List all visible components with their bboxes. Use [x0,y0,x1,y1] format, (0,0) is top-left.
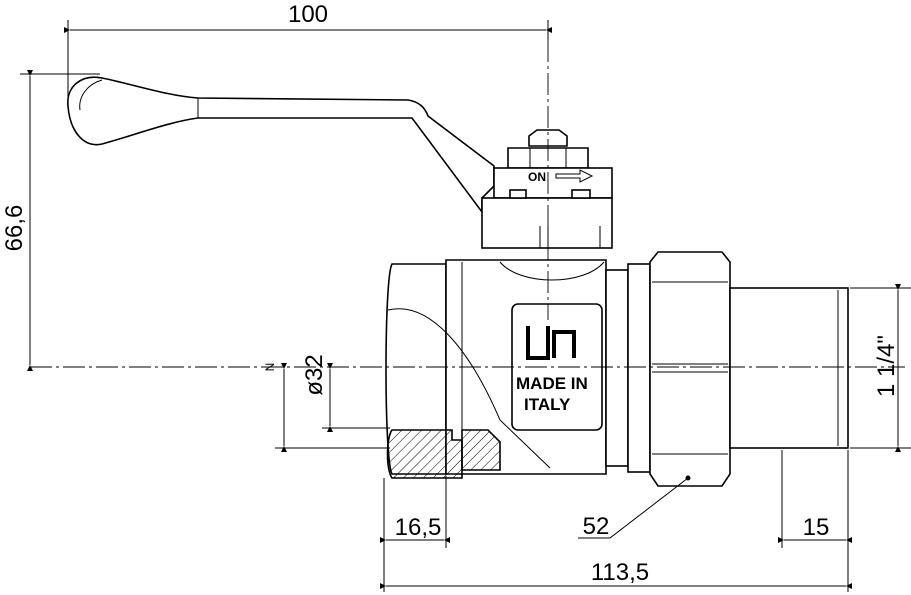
stem-nut [481,129,613,249]
dim-text-bore: ø32 [301,354,328,395]
valve-body [385,251,849,487]
dimension-handle-length [64,20,552,104]
made-in-text: MADE IN [516,374,588,393]
dim-text-100: 100 [288,1,328,28]
dim-text-16-5: 16,5 [395,514,442,541]
brand-logo-icon [526,326,576,360]
dimension-bore [275,363,390,452]
dim-text-thread-size: 1 1/4" [873,335,900,397]
dim-text-66-6: 66,6 [1,205,28,252]
dimension-thread-size [850,284,911,452]
dimension-height [20,70,100,371]
lever-handle [67,76,495,215]
dim-text-n: N [263,363,277,372]
arrow-right-icon [555,169,594,183]
dim-text-15: 15 [803,514,830,541]
dimension-female-depth [380,476,450,592]
dimension-nut-size [578,475,691,539]
dimension-male-length [778,450,852,592]
italy-text: ITALY [524,395,571,414]
dim-text-52: 52 [583,513,610,540]
on-label: ON [528,170,546,184]
dim-text-113-5: 113,5 [591,559,649,586]
